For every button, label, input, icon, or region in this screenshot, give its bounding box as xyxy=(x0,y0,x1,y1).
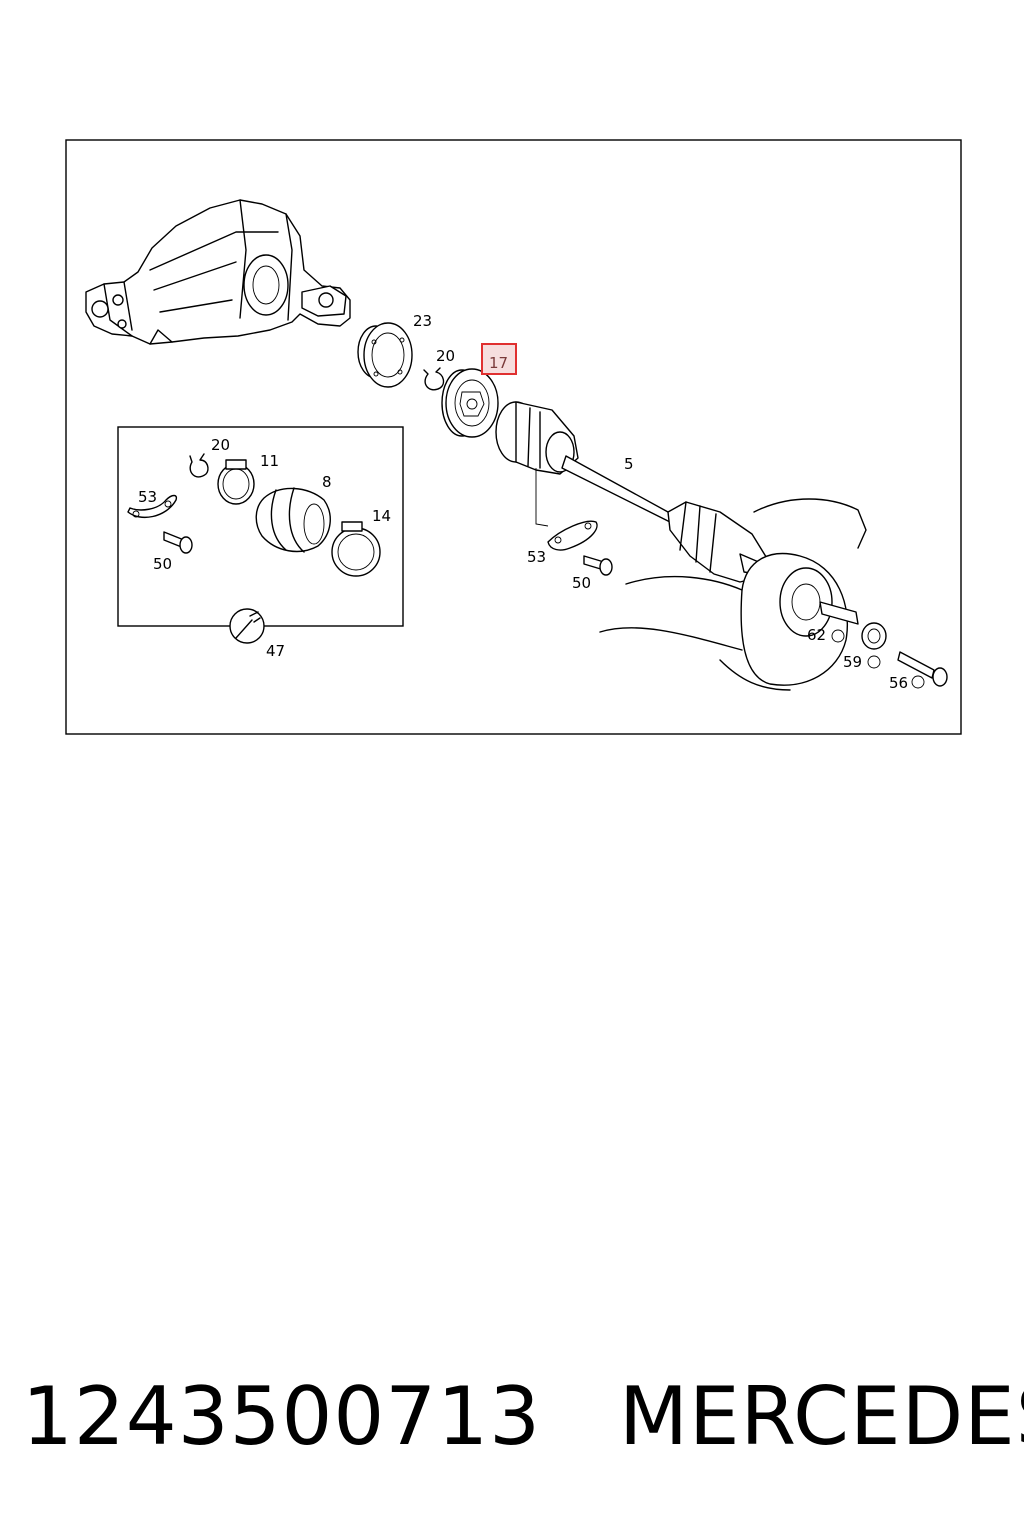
callout-8[interactable]: 8 xyxy=(322,473,332,491)
callout-56[interactable]: 56 xyxy=(889,674,908,692)
callout-5[interactable]: 5 xyxy=(624,455,634,473)
part-47-tool-icon xyxy=(229,608,265,644)
callout-20[interactable]: 20 xyxy=(436,347,455,365)
differential-housing-drawing xyxy=(85,199,351,345)
callout-53-inset[interactable]: 53 xyxy=(138,488,157,506)
part-53-clamp-plate xyxy=(547,520,598,551)
callout-17[interactable]: 17 xyxy=(489,354,508,372)
inset-part-14-clamp xyxy=(331,521,381,577)
part-20-circlip xyxy=(423,367,445,391)
wheel-carrier-drawing xyxy=(599,498,867,691)
inset-part-53-clamp-plate xyxy=(127,494,178,519)
callout-59[interactable]: 59 xyxy=(843,653,862,671)
callout-62[interactable]: 62 xyxy=(807,626,826,644)
callout-23[interactable]: 23 xyxy=(413,312,432,330)
inset-part-11-clamp xyxy=(217,459,255,505)
inset-part-8-boot xyxy=(255,487,331,553)
part-23-flange-cover xyxy=(357,322,413,388)
callout-47[interactable]: 47 xyxy=(266,642,285,660)
callout-53[interactable]: 53 xyxy=(527,548,546,566)
part-62-wheel-stud xyxy=(831,629,845,643)
inset-part-50-bolt xyxy=(163,531,193,554)
leader-line-53 xyxy=(535,468,549,527)
part-50-bolt xyxy=(583,555,613,576)
callout-50[interactable]: 50 xyxy=(572,574,591,592)
part-number: 1243500713 xyxy=(22,1370,541,1463)
part-59-nut xyxy=(861,622,887,669)
brand-name: MERCEDES xyxy=(618,1370,1024,1463)
part-17-cv-joint xyxy=(441,368,499,438)
inset-part-20-circlip xyxy=(189,453,209,478)
callout-11[interactable]: 11 xyxy=(260,452,279,470)
callout-50-inset[interactable]: 50 xyxy=(153,555,172,573)
footer-caption: 1243500713 MERCEDES xyxy=(22,1362,1024,1472)
callout-20-inset[interactable]: 20 xyxy=(211,436,230,454)
highlight-box-17 xyxy=(481,343,517,375)
part-56-axle-bolt xyxy=(897,651,948,689)
diagram-frame xyxy=(65,139,962,735)
callout-14[interactable]: 14 xyxy=(372,507,391,525)
